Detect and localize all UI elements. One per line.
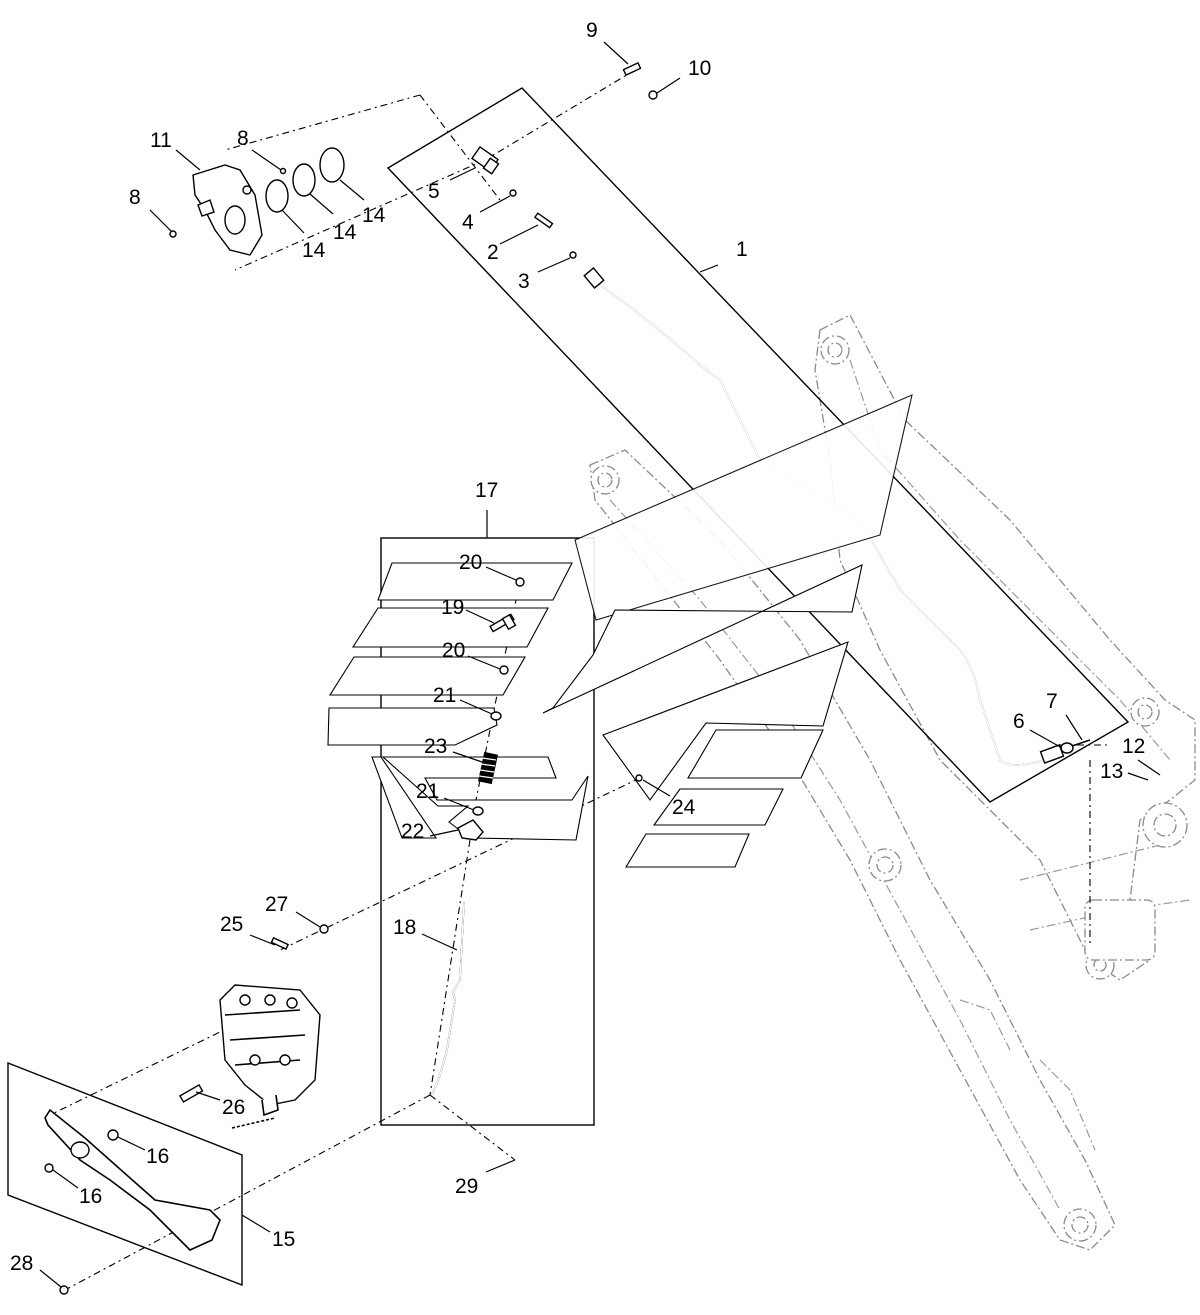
label-16-right: 16 [146, 1145, 169, 1168]
label-9: 9 [586, 19, 598, 42]
label-24: 24 [672, 796, 696, 819]
label-22: 22 [401, 820, 424, 843]
pedal-assembly [270, 577, 643, 1096]
label-6: 6 [1013, 710, 1025, 733]
label-4: 4 [462, 211, 474, 234]
label-27: 27 [265, 893, 288, 916]
label-1: 1 [736, 238, 748, 261]
label-8-top: 8 [237, 127, 249, 150]
label-19: 19 [441, 596, 464, 619]
label-5: 5 [428, 180, 440, 203]
assembly-dash-lines [49, 69, 1110, 1291]
label-18: 18 [393, 916, 416, 939]
label-21-top: 21 [433, 684, 456, 707]
washer-6 [1060, 742, 1074, 754]
label-20-top: 20 [459, 551, 482, 574]
label-16-left: 16 [79, 1185, 102, 1208]
link-rod-18 [431, 901, 465, 1096]
rod-end-fitting [583, 267, 605, 289]
label-13: 13 [1100, 760, 1123, 783]
valve-lever-15 [44, 1083, 221, 1295]
item1-group-box [386, 87, 1130, 803]
label-8-left: 8 [129, 186, 141, 209]
upper-hardware [470, 61, 658, 259]
label-28: 28 [10, 1252, 33, 1275]
label-26: 26 [222, 1096, 245, 1119]
decals [327, 394, 913, 868]
label-14-c: 14 [362, 204, 386, 227]
label-3: 3 [518, 270, 530, 293]
loader-arm-outline [589, 314, 1196, 1251]
part-number-labels: 1 2 3 4 5 6 7 8 8 9 10 11 12 13 14 14 14… [10, 19, 1145, 1275]
label-10: 10 [688, 57, 711, 80]
control-valve [219, 984, 321, 1129]
label-17: 17 [475, 479, 498, 502]
label-25: 25 [220, 913, 243, 936]
control-rod-inner [592, 277, 1046, 766]
label-14-b: 14 [333, 221, 357, 244]
label-12: 12 [1122, 735, 1145, 758]
label-2: 2 [487, 241, 499, 264]
label-15: 15 [272, 1228, 295, 1251]
pin-7 [1071, 739, 1091, 747]
label-20-mid: 20 [442, 639, 465, 662]
label-7: 7 [1046, 690, 1058, 713]
label-21-bottom: 21 [416, 780, 439, 803]
plate-assembly [169, 147, 345, 256]
label-14-a: 14 [302, 239, 326, 262]
label-29: 29 [455, 1175, 478, 1198]
item15-group-box [7, 1061, 243, 1287]
label-11: 11 [150, 129, 172, 152]
leader-lines [39, 41, 1161, 1288]
label-23: 23 [424, 735, 447, 758]
